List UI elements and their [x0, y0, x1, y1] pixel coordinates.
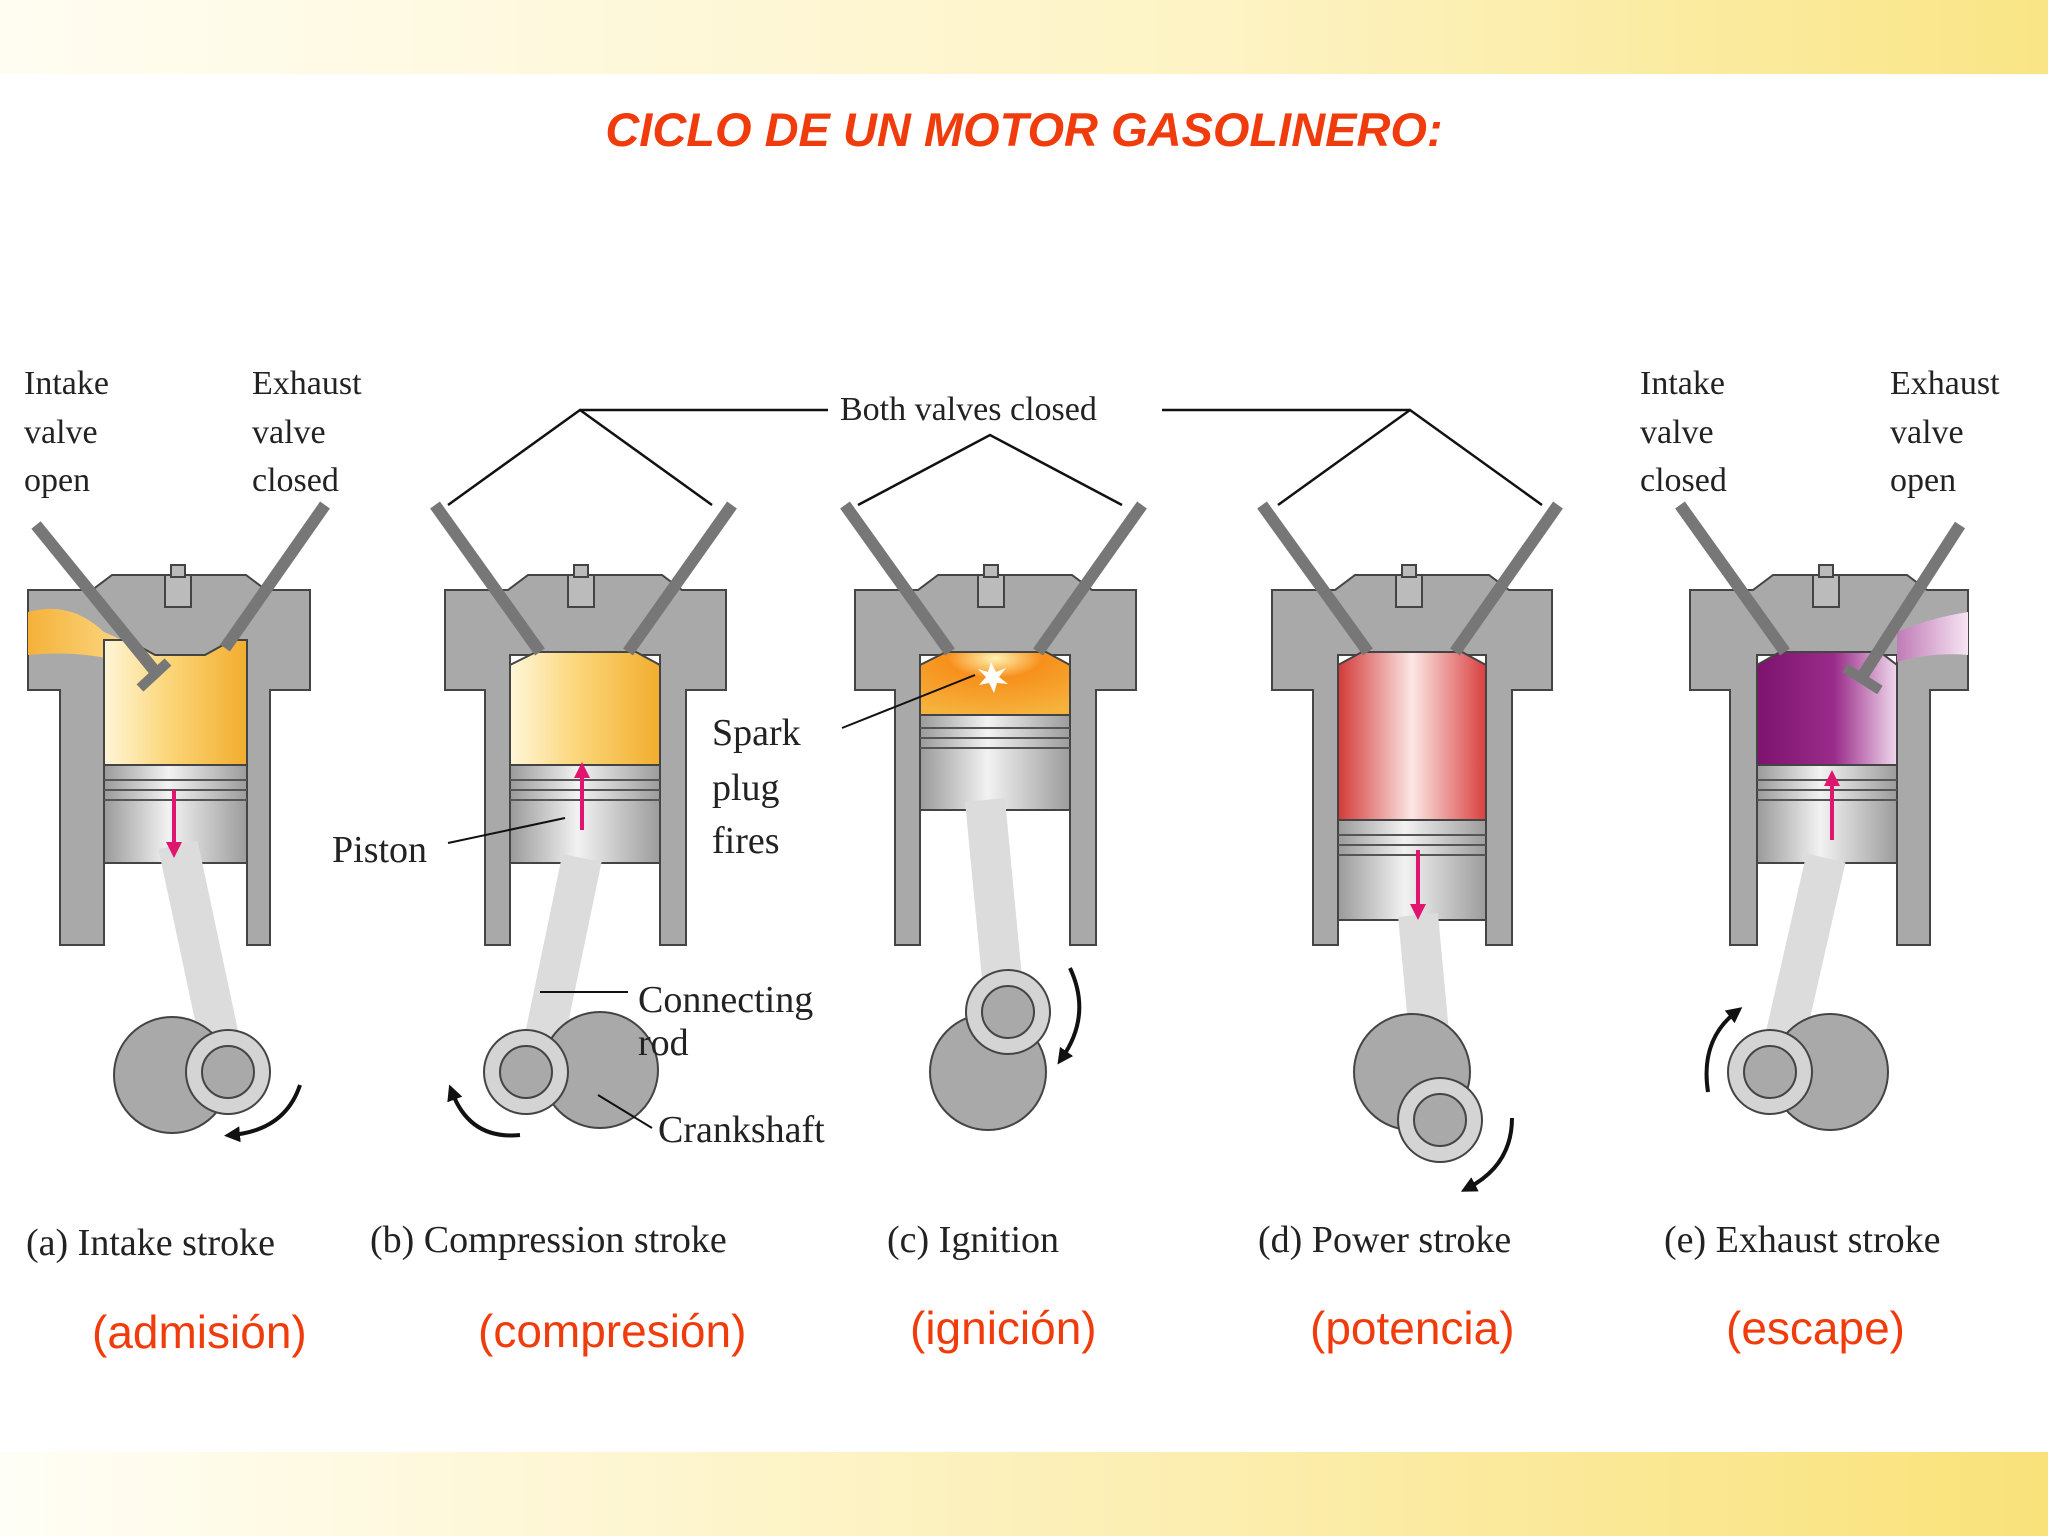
caption-compression-stroke: (b) Compression stroke: [370, 1219, 727, 1261]
cylinder-head: [854, 574, 1137, 946]
crankshaft-leader-line: [597, 1094, 653, 1129]
spark-plug: [567, 574, 595, 608]
valve-note-e-intake: Intake valve closed: [1640, 365, 1727, 499]
spanish-potencia: (potencia): [1310, 1302, 1515, 1354]
connecting-rod: [520, 853, 602, 1065]
valve-note-a-intake: Intake valve open: [24, 365, 109, 499]
intake-port: [28, 608, 122, 662]
svg-text:Intake: Intake: [24, 365, 109, 402]
cylinder-head: [444, 574, 727, 946]
bottom-decorative-band: [0, 1452, 2048, 1536]
intake-valve: [1257, 501, 1373, 656]
spark-plug: [1395, 574, 1423, 608]
exhaust-valve: [623, 501, 737, 656]
svg-text:valve: valve: [1890, 414, 1964, 451]
svg-text:open: open: [24, 462, 90, 499]
svg-text:closed: closed: [1640, 462, 1727, 499]
spark-plug: [164, 574, 192, 608]
cylinder-head: [1689, 574, 1969, 946]
engine-exhaust-stroke: [1675, 501, 1969, 1131]
svg-text:Intake: Intake: [1640, 365, 1725, 402]
exhaust-valve: [1033, 501, 1147, 656]
intake-valve: [430, 501, 545, 656]
caption-power-stroke: (d) Power stroke: [1258, 1219, 1511, 1261]
rotation-arrow: [224, 1084, 302, 1143]
rotation-arrow: [1704, 1007, 1743, 1093]
exhaust-port: [1897, 612, 1968, 662]
svg-text:fires: fires: [712, 820, 780, 862]
caption-intake-stroke: (a) Intake stroke: [26, 1222, 275, 1264]
engine-ignition: [840, 501, 1147, 1131]
combustion-chamber: [1337, 651, 1487, 821]
svg-text:plug: plug: [712, 767, 780, 809]
crankshaft-label: Crankshaft: [658, 1109, 825, 1151]
combustion-chamber: [509, 651, 661, 766]
connecting-rod-label: Connecting rod: [638, 979, 813, 1064]
combustion-chamber: [1756, 651, 1898, 766]
svg-text:valve: valve: [1640, 414, 1714, 451]
caption-ignition: (c) Ignition: [887, 1219, 1059, 1261]
valve-note-a-exhaust: Exhaust valve closed: [252, 365, 362, 499]
svg-text:closed: closed: [252, 462, 339, 499]
caption-exhaust-stroke: (e) Exhaust stroke: [1664, 1219, 1940, 1261]
exhaust-valve: [220, 501, 330, 652]
svg-text:Spark: Spark: [712, 712, 801, 754]
piston: [1337, 819, 1487, 921]
svg-text:Exhaust: Exhaust: [252, 365, 362, 402]
spark-plug: [977, 574, 1005, 608]
combustion-chamber: [103, 639, 248, 766]
piston-leader-line: [447, 817, 566, 844]
svg-text:rod: rod: [638, 1022, 689, 1064]
spark-plug-fires-label: Spark plug fires: [712, 712, 801, 862]
valves-closed-bracket: [447, 408, 1543, 507]
exhaust-valve: [1854, 521, 1966, 684]
spanish-admision: (admisión): [92, 1306, 307, 1358]
cylinder-head: [27, 574, 311, 946]
piston-label: Piston: [332, 829, 427, 871]
connecting-rod: [1760, 853, 1846, 1065]
svg-text:Exhaust: Exhaust: [1890, 365, 2000, 402]
intake-valve: [31, 521, 163, 679]
engine-intake-stroke: [27, 501, 330, 1143]
spark-icon: [978, 662, 1008, 693]
svg-text:valve: valve: [252, 414, 326, 451]
svg-text:open: open: [1890, 462, 1956, 499]
engine-compression-stroke: [430, 501, 737, 1138]
svg-text:valve: valve: [24, 414, 98, 451]
spark-leader-line: [841, 674, 976, 729]
spanish-compresion: (compresión): [478, 1305, 746, 1357]
engine-power-stroke: [1257, 501, 1563, 1192]
rotation-arrow: [1460, 1117, 1514, 1192]
intake-valve: [1675, 501, 1790, 656]
rotation-arrow: [447, 1084, 521, 1138]
intake-valve: [840, 501, 955, 656]
both-valves-closed-label: Both valves closed: [840, 391, 1097, 428]
spark-plug: [1812, 574, 1840, 608]
piston: [919, 714, 1071, 811]
exhaust-valve: [1450, 501, 1563, 656]
svg-text:Connecting: Connecting: [638, 979, 813, 1021]
spanish-escape: (escape): [1726, 1302, 1905, 1354]
spanish-ignicion: (ignición): [910, 1302, 1097, 1354]
rotation-arrow: [1057, 967, 1082, 1065]
cylinder-head: [1271, 574, 1553, 946]
valve-note-e-exhaust: Exhaust valve open: [1890, 365, 2000, 499]
slide-title: CICLO DE UN MOTOR GASOLINERO:: [605, 103, 1443, 156]
top-decorative-band: [0, 0, 2048, 74]
